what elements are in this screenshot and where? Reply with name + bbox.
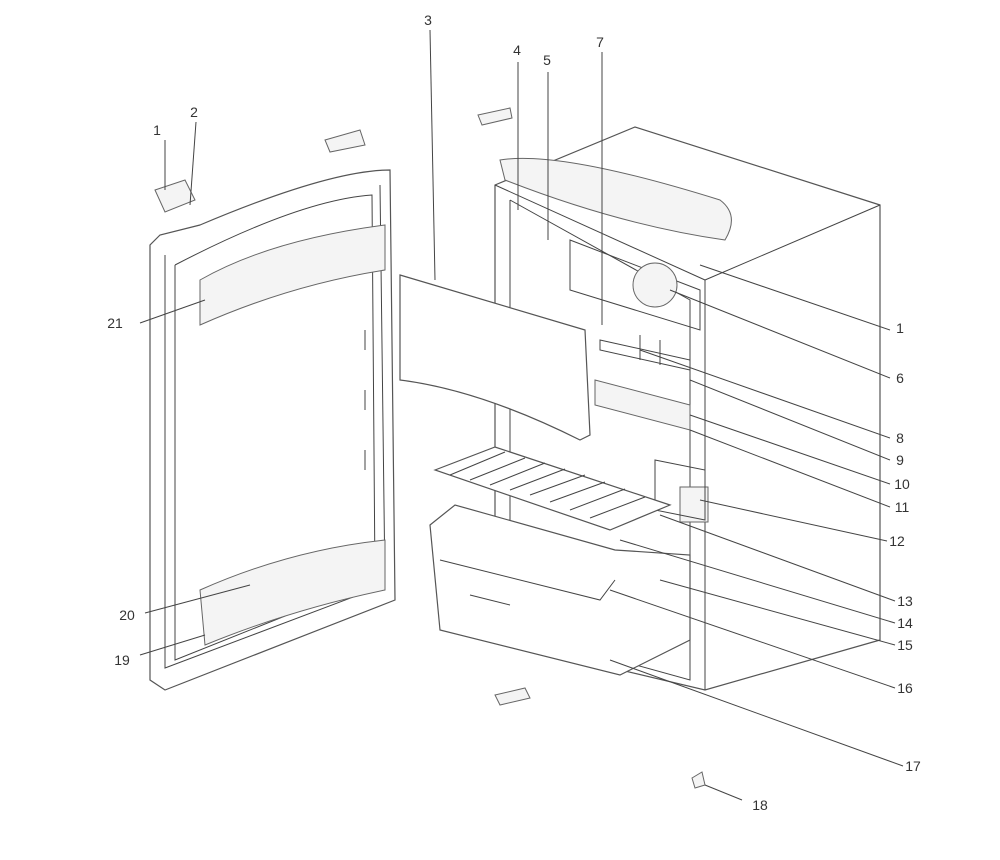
callout-18: 18 [752,797,768,813]
callout-16: 16 [897,680,913,696]
wire-shelf [433,446,672,531]
callout-10: 10 [894,476,910,492]
callout-19: 19 [114,652,130,668]
evaporator-cover [399,274,591,441]
callout-4: 4 [513,42,521,58]
callout-17: 17 [905,758,921,774]
callout-6: 6 [896,370,904,386]
control-panel [499,157,732,241]
callout-15: 15 [897,637,913,653]
callout-3: 3 [424,12,432,28]
callout-5: 5 [543,52,551,68]
screw [691,771,706,789]
fan [632,262,678,308]
door-shelf-top [199,224,386,326]
callout-7: 7 [596,34,604,50]
callout-1: 1 [153,122,161,138]
callout-14: 14 [897,615,913,631]
callout-12: 12 [889,533,905,549]
callout-1-right: 1 [896,320,904,336]
plate [679,486,709,523]
callout-8: 8 [896,430,904,446]
callout-20: 20 [119,607,135,623]
hinge-part-1 [154,179,196,213]
door [149,169,396,691]
callout-13: 13 [897,593,913,609]
callout-11: 11 [894,499,910,515]
leader-lines [139,29,904,801]
hinge-cover [324,129,366,153]
callout-2: 2 [190,104,198,120]
hinge-pin-bottom [494,687,531,706]
hinge-pin-top [477,107,513,126]
door-shelf-bottom [199,539,386,646]
callout-9: 9 [896,452,904,468]
callout-21: 21 [107,315,123,331]
